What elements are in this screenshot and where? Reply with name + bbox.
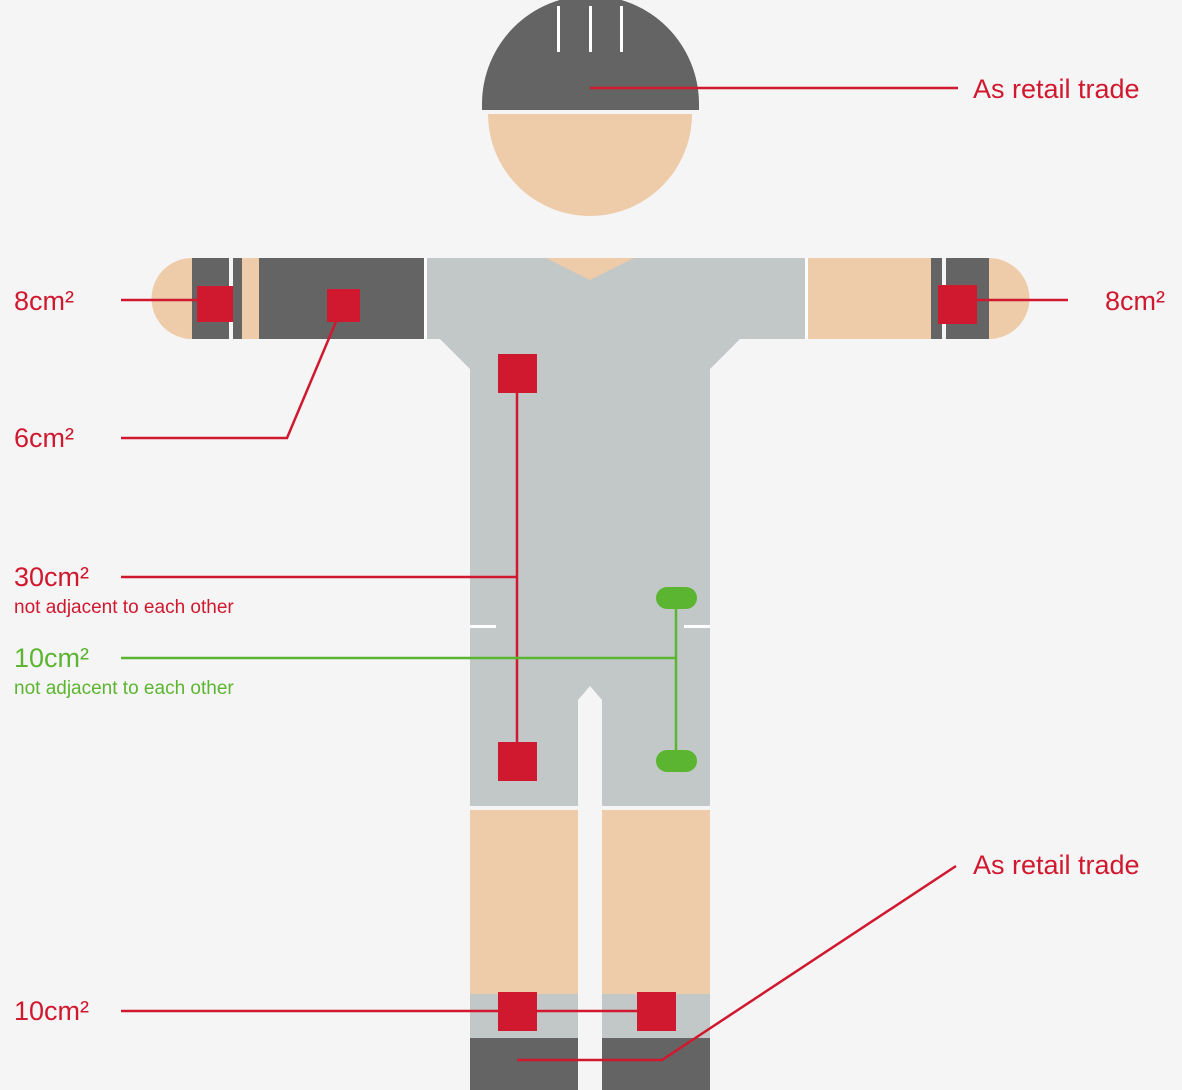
left-boot <box>470 1038 578 1090</box>
torso-note: not adjacent to each other <box>14 598 234 617</box>
helmet-stripe-2 <box>589 6 592 52</box>
hips-label: 10cm² <box>14 645 89 672</box>
waist-notch-left <box>470 625 496 628</box>
right-forearm <box>808 258 931 339</box>
patch-chest <box>498 354 537 393</box>
face <box>488 114 692 216</box>
shins-label: 10cm² <box>14 998 89 1025</box>
sleeve-seam-right <box>805 258 808 339</box>
helmet-stripe-1 <box>557 6 560 52</box>
right-hand <box>989 258 1030 339</box>
feet-leader <box>517 866 956 1060</box>
legs-group <box>470 810 710 1090</box>
suit-group <box>424 258 808 806</box>
patch-wrist-left <box>197 286 233 322</box>
feet-label: As retail trade <box>973 852 1140 879</box>
left-hand <box>152 258 193 339</box>
left-leg-skin <box>470 810 578 994</box>
patch-hip-lower <box>656 750 697 772</box>
patch-shin-right <box>637 992 676 1031</box>
patch-hip-upper <box>656 587 697 609</box>
wrist-left-label: 8cm² <box>14 288 74 315</box>
helmet-stripe-3 <box>620 6 623 52</box>
suit-body <box>426 258 806 806</box>
right-leg-skin <box>602 810 710 994</box>
patch-wrist-right <box>938 285 977 324</box>
torso-label: 30cm² <box>14 564 89 591</box>
upper-arm-label: 6cm² <box>14 425 74 452</box>
head-group <box>482 0 699 216</box>
wrist-right-label: 8cm² <box>1105 288 1165 315</box>
hips-note: not adjacent to each other <box>14 679 234 698</box>
patch-shin-left <box>498 992 537 1031</box>
patch-upper-arm <box>327 289 360 322</box>
head-label: As retail trade <box>973 76 1140 103</box>
waist-notch-right <box>684 625 710 628</box>
sleeve-seam-left <box>424 258 427 339</box>
left-forearm <box>242 258 259 339</box>
right-boot <box>602 1038 710 1090</box>
patch-thigh <box>498 742 537 781</box>
